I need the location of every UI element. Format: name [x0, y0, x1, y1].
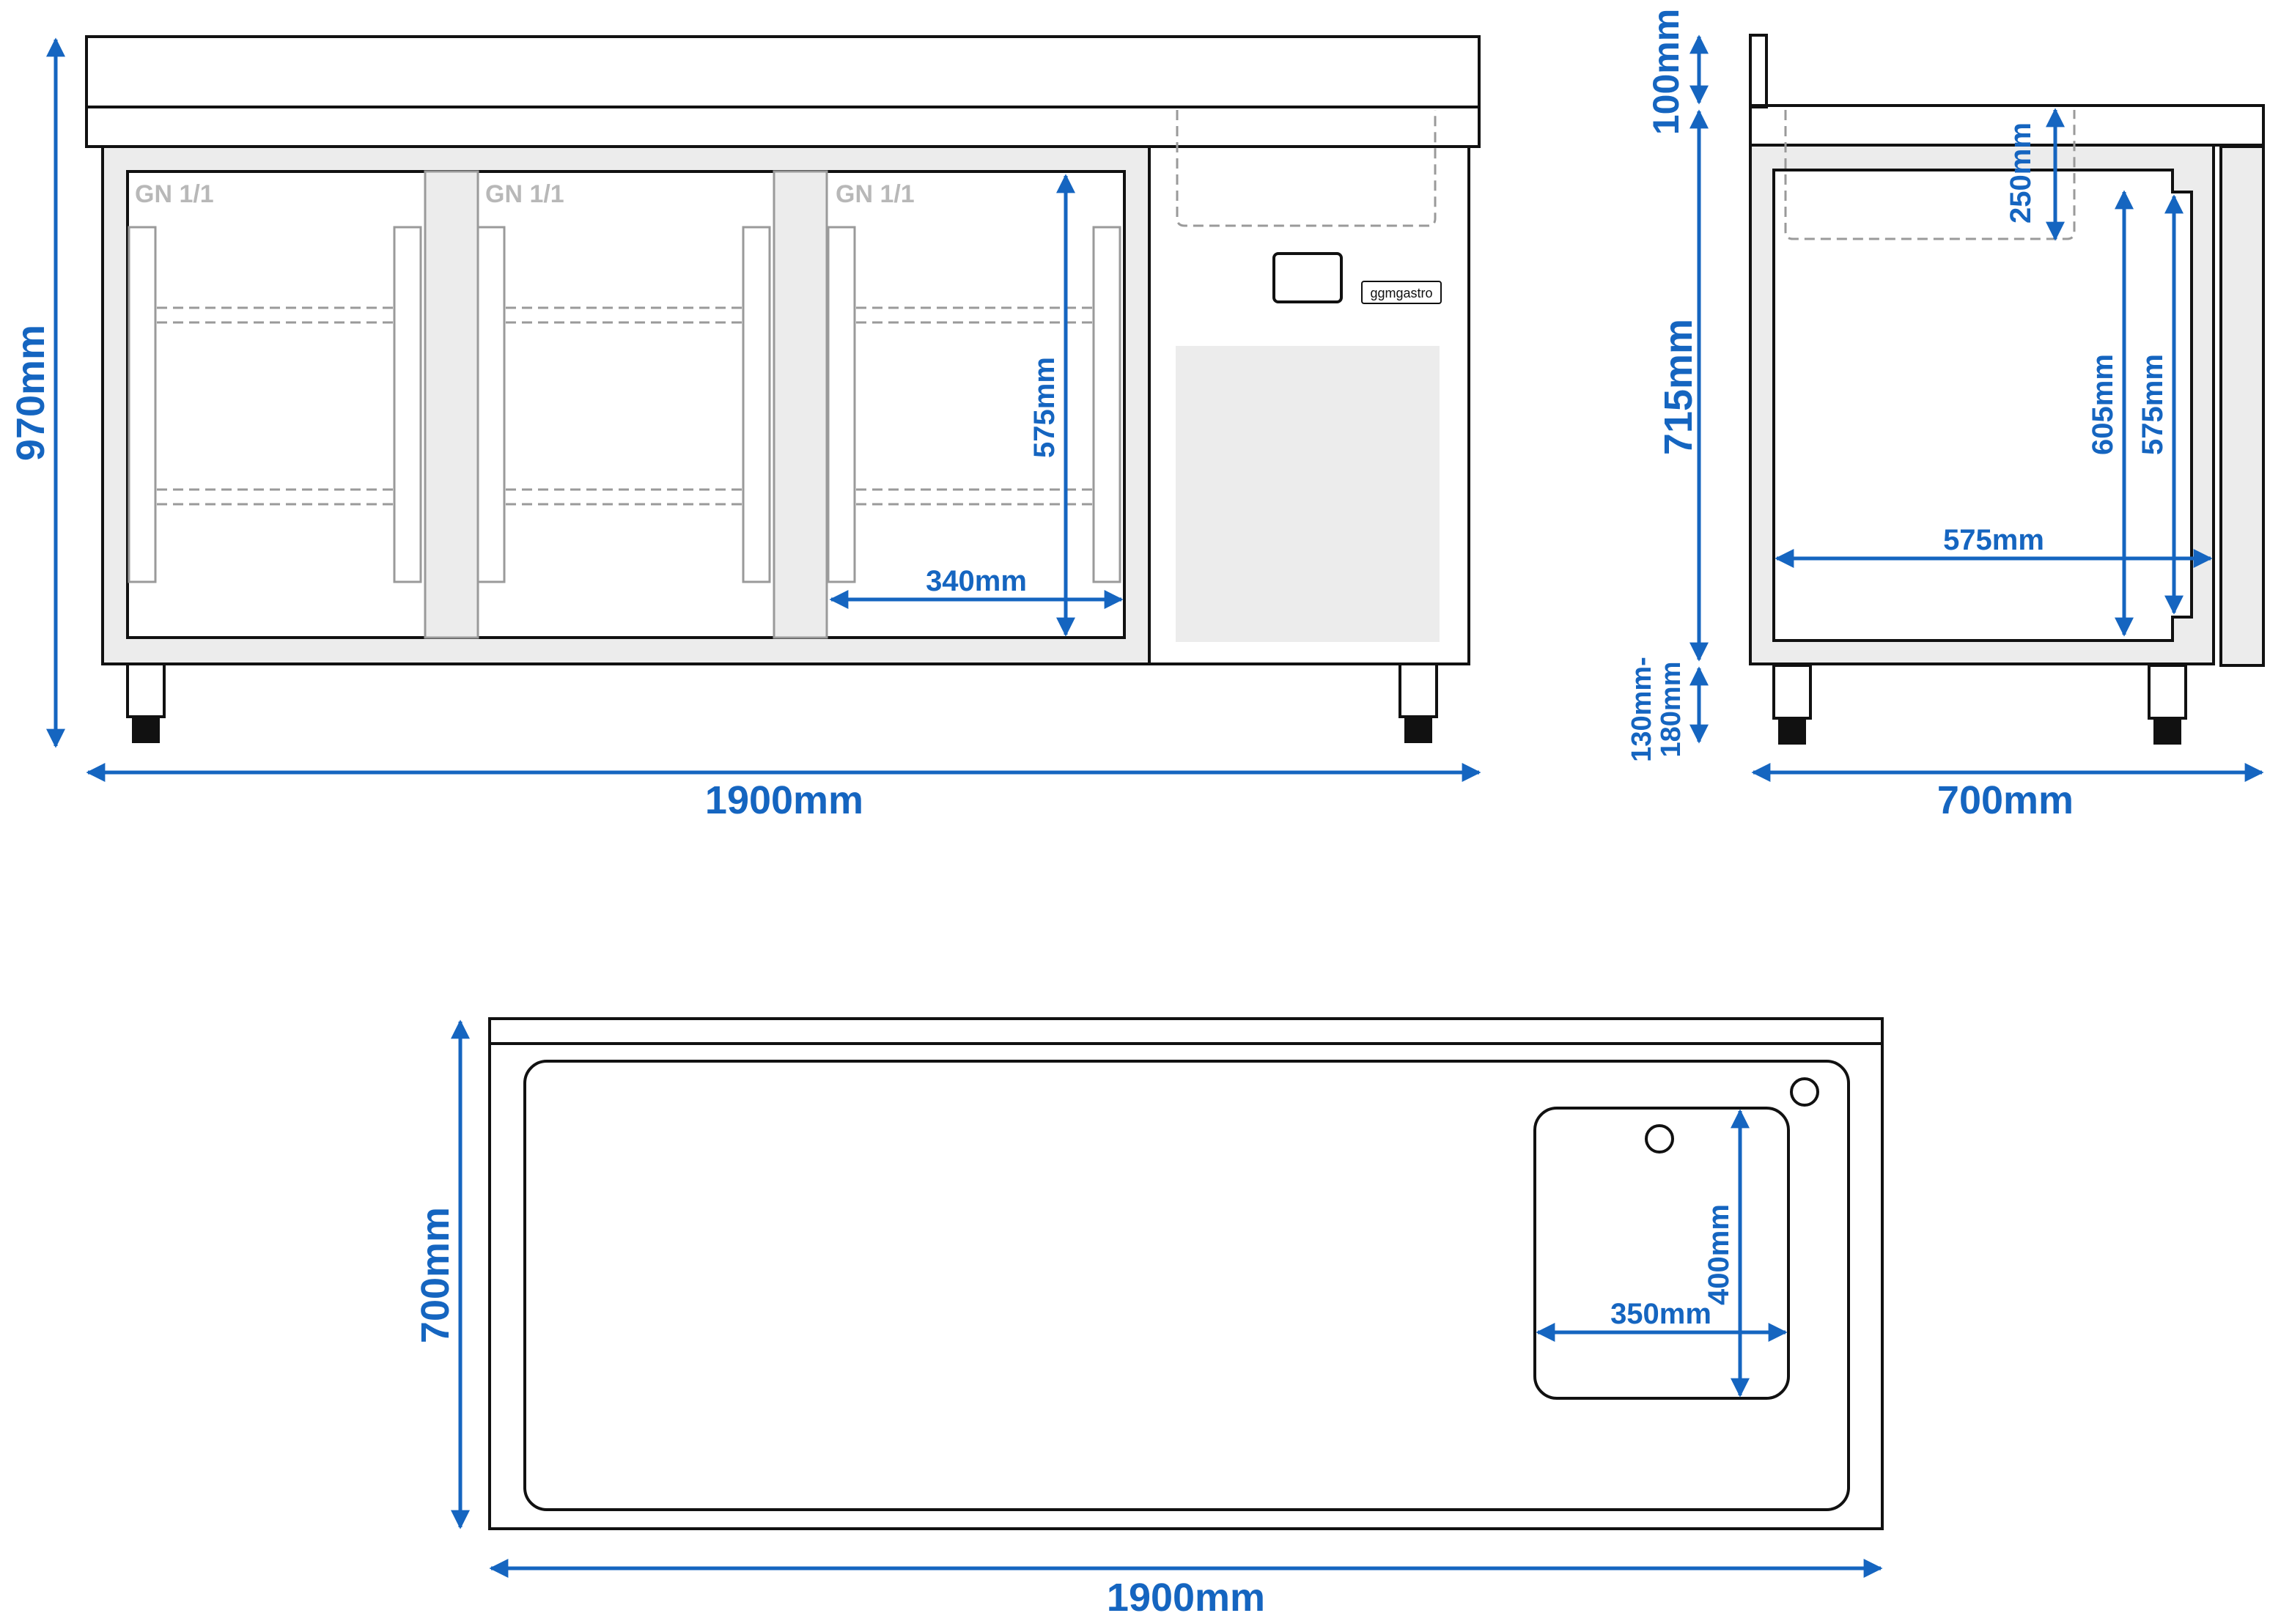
side-leg-right-foot [2153, 717, 2181, 745]
side-view [1749, 34, 2265, 745]
front-upstand [85, 35, 1481, 108]
front-dimension-labels: 970mm 1900mm 575mm 340mm [9, 325, 1061, 822]
tap-hole-icon [1790, 1077, 1819, 1107]
door-handle [827, 226, 856, 583]
front-labels: GN 1/1 GN 1/1 GN 1/1 ggmgastro [135, 180, 1433, 300]
ventilation-grille [1176, 346, 1440, 642]
dim-inner-height-a: 605mm [2087, 354, 2119, 455]
front-leg-right-foot [1404, 715, 1432, 743]
drain-hole-icon [1645, 1124, 1674, 1154]
front-dimensions [46, 37, 1481, 782]
dim-inner-width: 340mm [926, 565, 1027, 597]
dim-total-height: 970mm [9, 325, 53, 461]
door-handle [742, 226, 771, 583]
front-leg-left [126, 662, 166, 718]
dim-legs-line1: 130mm- [1626, 657, 1657, 762]
top-work-surface [523, 1060, 1850, 1511]
top-outline [488, 1017, 1884, 1530]
front-view [85, 35, 1481, 743]
top-dimension-labels: 700mm 1900mm 400mm 350mm [413, 1204, 1735, 1620]
door-divider-2 [773, 170, 828, 639]
dim-upstand: 100mm [1646, 9, 1687, 135]
compartment-label: GN 1/1 [485, 180, 564, 208]
door-handle [393, 226, 422, 583]
dim-inner-height: 575mm [1028, 357, 1061, 458]
top-view [488, 1017, 1884, 1530]
dim-inner-height-b: 575mm [2137, 354, 2169, 455]
dim-inner-depth: 575mm [1943, 524, 2044, 556]
top-sink-basin [1533, 1107, 1790, 1400]
compartment-label: GN 1/1 [135, 180, 214, 208]
side-leg-right [2148, 664, 2187, 720]
door-handle [1092, 226, 1121, 583]
dim-top-depth: 700mm [413, 1207, 457, 1343]
front-shelves [157, 306, 1092, 506]
dim-sink-depth: 400mm [1703, 1204, 1735, 1305]
brand-label: ggmgastro [1370, 286, 1432, 300]
door-handle [476, 226, 506, 583]
side-leg-left [1772, 664, 1812, 720]
side-dimension-labels: 100mm 715mm 130mm- 180mm 700mm 250mm 605… [1626, 9, 2169, 822]
side-door-panel [2219, 145, 2265, 667]
dim-top-width: 1900mm [1107, 1576, 1265, 1620]
dim-body-height: 715mm [1657, 319, 1700, 455]
side-leg-left-foot [1778, 717, 1806, 745]
door-divider-1 [424, 170, 479, 639]
front-leg-left-foot [132, 715, 160, 743]
dim-side-depth: 700mm [1937, 778, 2074, 822]
control-panel-display [1272, 252, 1343, 303]
dim-sink-width: 350mm [1610, 1298, 1711, 1330]
side-upstand [1749, 34, 1768, 108]
front-countertop [85, 106, 1481, 148]
dim-basin-depth: 250mm [2005, 122, 2037, 224]
dim-legs-line2: 180mm [1656, 662, 1687, 758]
top-dimensions [451, 1019, 1883, 1578]
door-handle [128, 226, 157, 583]
dim-total-width: 1900mm [705, 778, 863, 822]
front-leg-right [1399, 662, 1438, 718]
brand-plate [1361, 281, 1442, 304]
side-dimensions [1689, 34, 2264, 782]
compartment-label: GN 1/1 [836, 180, 915, 208]
front-glass-area [126, 170, 1126, 639]
front-sink-hidden-line [1176, 110, 1437, 227]
